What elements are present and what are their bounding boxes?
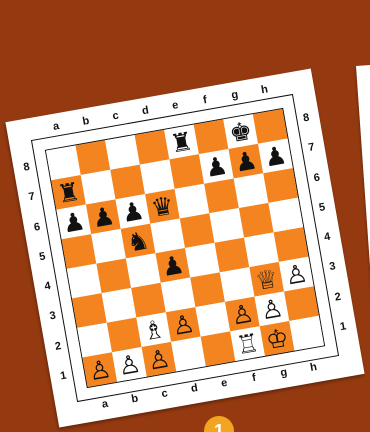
rank-label-left-6: 6: [30, 220, 44, 234]
rank-label-right-4: 4: [320, 230, 334, 244]
rank-label-right-7: 7: [305, 141, 319, 155]
white-pawn-icon[interactable]: ♙: [259, 295, 285, 324]
rank-label-right-3: 3: [326, 260, 340, 274]
rank-label-left-2: 2: [51, 339, 65, 353]
rank-label-left-7: 7: [25, 190, 39, 204]
diagram-number-badge: 1: [204, 416, 234, 432]
file-label-top-f: f: [198, 93, 212, 107]
rank-label-left-3: 3: [46, 309, 60, 323]
file-label-top-a: a: [49, 120, 63, 134]
file-label-top-c: c: [109, 109, 123, 123]
rank-label-right-8: 8: [299, 111, 313, 125]
white-pawn-icon[interactable]: ♙: [87, 355, 113, 384]
rank-label-right-5: 5: [315, 201, 329, 215]
black-queen-icon[interactable]: ♛: [149, 192, 175, 221]
rank-label-right-1: 1: [336, 320, 350, 334]
rank-label-left-5: 5: [35, 250, 49, 264]
black-pawn-icon[interactable]: ♟: [262, 142, 288, 171]
file-label-top-b: b: [79, 114, 93, 128]
white-pawn-icon[interactable]: ♙: [229, 300, 255, 329]
black-king-icon[interactable]: ♚: [227, 117, 253, 146]
rank-label-left-1: 1: [56, 369, 70, 383]
white-rook-icon[interactable]: ♖: [234, 329, 260, 358]
white-queen-icon[interactable]: ♕: [253, 265, 279, 294]
square-h1[interactable]: [289, 316, 324, 351]
white-king-icon[interactable]: ♔: [264, 324, 290, 353]
white-pawn-icon[interactable]: ♙: [170, 310, 196, 339]
white-pawn-icon[interactable]: ♙: [146, 345, 172, 374]
white-pawn-icon[interactable]: ♙: [283, 260, 309, 289]
rank-label-left-4: 4: [41, 280, 55, 294]
rank-label-right-2: 2: [331, 290, 345, 304]
rank-label-right-6: 6: [310, 171, 324, 185]
black-pawn-icon[interactable]: ♟: [233, 147, 259, 176]
white-bishop-icon[interactable]: ♗: [140, 315, 166, 344]
file-label-top-d: d: [138, 104, 152, 118]
file-label-bottom-b: b: [128, 392, 142, 406]
black-rook-icon[interactable]: ♜: [55, 178, 81, 207]
file-label-bottom-h: h: [307, 361, 321, 375]
chess-board: ♜♚♜♟♟♟♟♟♟♛♞♟♕♙♗♙♙♙♙♙♙♖♔: [45, 108, 325, 388]
file-label-bottom-e: e: [217, 376, 231, 390]
file-label-bottom-a: a: [98, 397, 112, 411]
file-label-bottom-f: f: [247, 371, 261, 385]
black-knight-icon[interactable]: ♞: [125, 227, 151, 256]
white-pawn-icon[interactable]: ♙: [116, 350, 142, 379]
black-pawn-icon[interactable]: ♟: [120, 197, 146, 226]
file-label-top-h: h: [258, 83, 272, 97]
black-pawn-icon[interactable]: ♟: [90, 202, 116, 231]
file-label-bottom-g: g: [277, 366, 291, 380]
black-pawn-icon[interactable]: ♟: [61, 208, 87, 237]
black-pawn-icon[interactable]: ♟: [160, 251, 186, 280]
black-pawn-icon[interactable]: ♟: [203, 152, 229, 181]
rank-label-left-8: 8: [20, 160, 34, 174]
file-label-top-g: g: [228, 88, 242, 102]
file-label-bottom-d: d: [187, 382, 201, 396]
black-rook-icon[interactable]: ♜: [168, 128, 194, 157]
file-label-bottom-c: c: [158, 387, 172, 401]
file-label-top-e: e: [168, 99, 182, 113]
